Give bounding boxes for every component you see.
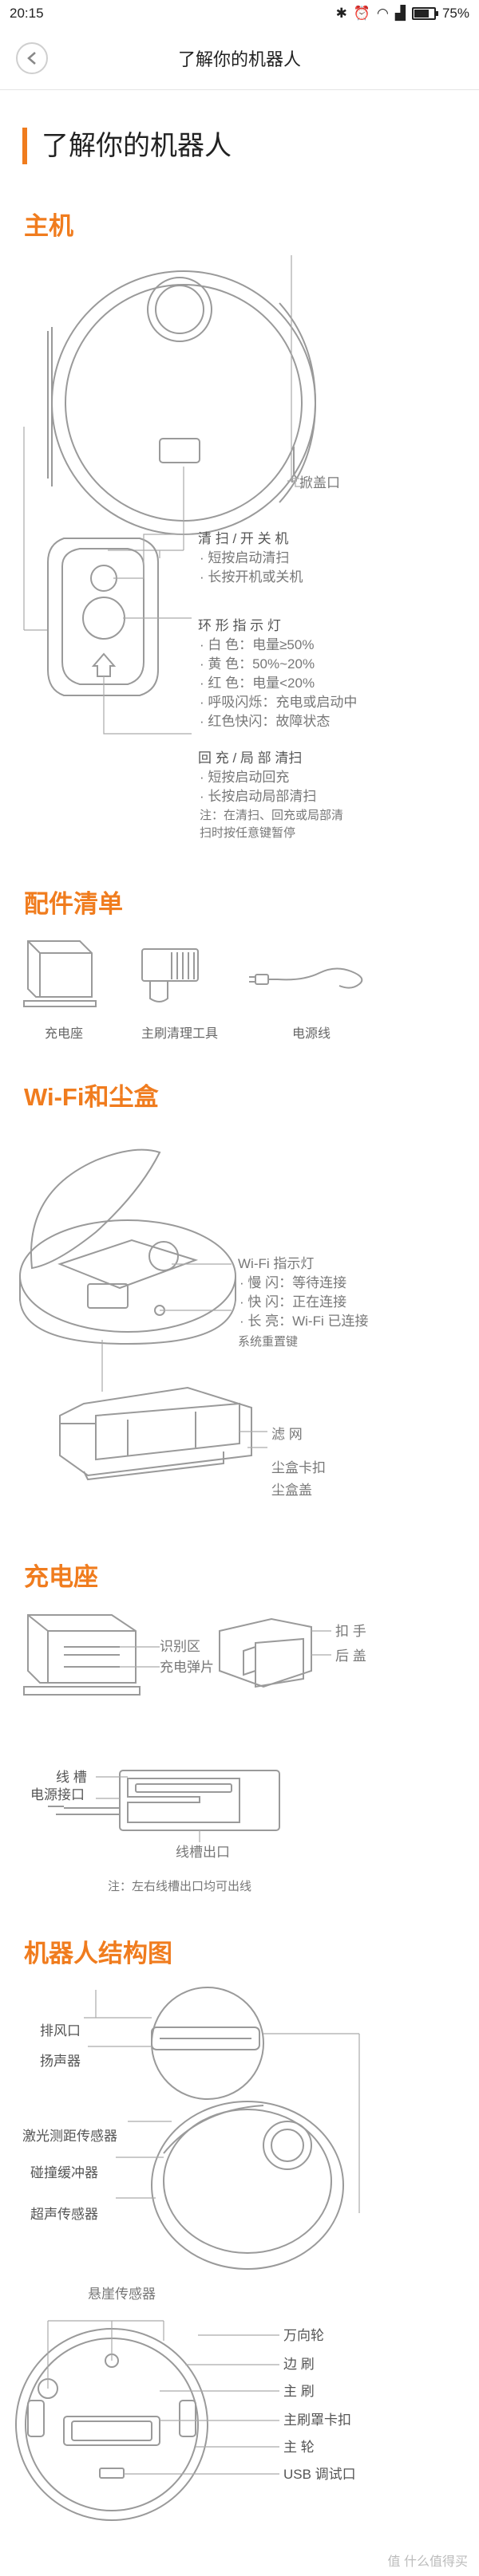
nav-bar: 了解你的机器人 [0, 27, 479, 90]
label-side-brush: 边 刷 [283, 2357, 315, 2372]
label-dustbin-clip: 尘盒卡扣 [271, 1460, 326, 1475]
robot-open-diagram [19, 1148, 267, 1481]
wifi-icon: ◠ [377, 6, 389, 21]
nav-title: 了解你的机器人 [177, 49, 301, 69]
recharge-note: 扫时按任意键暂停 [200, 826, 296, 840]
battery-icon [411, 7, 438, 20]
label-dustbin-cover: 尘盒盖 [271, 1483, 312, 1498]
label-brush-cover-clip: 主刷罩卡扣 [283, 2413, 351, 2428]
watermark: 值 什么值得买 [387, 2555, 468, 2569]
recharge-item: · 短按启动回充 [200, 770, 290, 785]
label-bumper: 碰撞缓冲器 [30, 2165, 98, 2180]
ring-light-item: · 白 色：电量≥50% [200, 637, 315, 652]
label-usb-port: USB 调试口 [283, 2467, 356, 2482]
label-ultrasonic: 超声传感器 [30, 2207, 98, 2222]
wifi-indicator-item: · 快 闪：正在连接 [240, 1294, 347, 1310]
signal-icon: ▟ [394, 6, 406, 21]
robot-structure-diagram [15, 1987, 360, 2521]
accessory-dock: 充电座 [44, 1027, 83, 1041]
label-top-cover: 掀盖口 [299, 475, 340, 490]
section-title-structure: 机器人结构图 [24, 1940, 172, 1967]
section-title-wifi: Wi-Fi和尘盒 [24, 1083, 159, 1111]
accessory-power-cable: 电源线 [291, 1027, 331, 1041]
chevron-left-icon [27, 52, 36, 65]
clean-switch-item: · 长按开机或关机 [200, 569, 303, 585]
label-main-brush: 主 刷 [283, 2384, 315, 2399]
recharge-item: · 长按启动局部清扫 [200, 789, 317, 804]
dock-note: 注：左右线槽出口均可出线 [108, 1880, 252, 1893]
label-speaker: 扬声器 [40, 2054, 81, 2069]
battery-percent: 75% [441, 6, 469, 21]
bluetooth-icon: ✱ [335, 6, 347, 21]
wifi-indicator-item: · 长 亮：Wi-Fi 已连接 [240, 1314, 369, 1329]
label-back-cover: 后 盖 [335, 1648, 366, 1664]
section-title-accessories: 配件清单 [24, 890, 123, 918]
clean-switch-item: · 短按启动清扫 [200, 550, 290, 565]
label-cliff-sensor: 悬崖传感器 [88, 2286, 156, 2302]
robot-top-diagram [23, 255, 317, 735]
alarm-icon: ⏰ [353, 6, 371, 21]
page-heading: 了解你的机器人 [22, 128, 232, 164]
section-title-dock: 充电座 [24, 1563, 98, 1591]
label-cable-slot: 线 槽 [56, 1770, 87, 1785]
label-exhaust: 排风口 [40, 2023, 81, 2038]
label-power-port: 电源接口 [30, 1787, 85, 1802]
label-main-wheel: 主 轮 [283, 2440, 315, 2455]
wifi-indicator-item: · 慢 闪：等待连接 [240, 1275, 347, 1290]
recharge-note: 注：在清扫、回充或局部清 [200, 809, 344, 822]
label-lidar: 激光测距传感器 [22, 2129, 117, 2144]
ring-light-item: · 红色快闪：故障状态 [200, 714, 331, 729]
dock-diagram [23, 1614, 331, 1842]
ring-light-item: · 红 色：电量<20% [200, 676, 315, 691]
label-ir-zone: 识别区 [160, 1639, 200, 1654]
label-reset-key: 系统重置键 [238, 1335, 299, 1349]
label-filter: 滤 网 [271, 1427, 303, 1442]
accessories-diagram [23, 940, 363, 1007]
battery-level [414, 10, 429, 18]
label-caster: 万向轮 [283, 2328, 324, 2343]
status-icons: ✱ ⏰ ◠ ▟ 75% [336, 6, 469, 22]
label-handle: 扣 手 [335, 1624, 366, 1639]
label-ring-light: 环 形 指 示 灯 [198, 618, 281, 633]
accessory-brush-tool: 主刷清理工具 [141, 1027, 218, 1041]
section-title-host: 主机 [24, 212, 73, 240]
label-charging-contacts: 充电弹片 [160, 1660, 214, 1675]
label-wifi-indicator: Wi-Fi 指示灯 [238, 1256, 315, 1271]
status-bar: 20:15 ✱ ⏰ ◠ ▟ 75% [0, 0, 479, 27]
ring-light-item: · 黄 色：50%~20% [200, 656, 315, 672]
ring-light-item: · 呼吸闪烁：充电或启动中 [200, 695, 358, 710]
back-button[interactable] [16, 42, 48, 74]
status-time: 20:15 [10, 6, 44, 21]
label-clean-switch: 清 扫 / 开 关 机 [198, 531, 289, 546]
label-slot-exit: 线槽出口 [176, 1845, 230, 1860]
label-recharge: 回 充 / 局 部 清扫 [198, 750, 303, 766]
